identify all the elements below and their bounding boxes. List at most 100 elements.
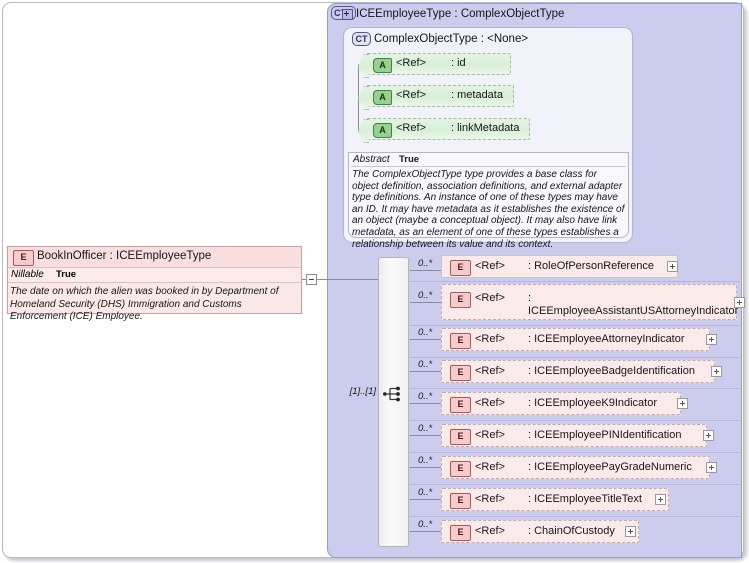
row-separator bbox=[410, 281, 742, 282]
cardinality-label: 0..* bbox=[418, 290, 433, 301]
expand-child-button[interactable] bbox=[625, 526, 636, 537]
element-name: : ICEEmployeeAssistantUSAttorneyIndicato… bbox=[528, 292, 739, 317]
element-ref: <Ref> bbox=[475, 260, 505, 272]
child-element-chainofcustody[interactable]: E <Ref> : ChainOfCustody bbox=[441, 520, 639, 543]
cardinality-label: 0..* bbox=[418, 423, 433, 434]
element-ref: <Ref> bbox=[475, 493, 505, 505]
row-separator bbox=[410, 452, 742, 453]
cardinality-label: 0..* bbox=[418, 455, 433, 466]
attribute-badge: A bbox=[373, 90, 392, 105]
element-header: E BookInOfficer : ICEEmployeeType bbox=[8, 247, 301, 268]
sequence-compositor-icon bbox=[383, 386, 400, 402]
cardinality-label: 0..* bbox=[418, 487, 433, 498]
expand-child-button[interactable] bbox=[711, 366, 722, 377]
child-element-iceemployeeassistantusattorneyindicator[interactable]: E <Ref> : ICEEmployeeAssistantUSAttorney… bbox=[441, 284, 739, 320]
element-ref: <Ref> bbox=[475, 292, 505, 304]
element-ref: <Ref> bbox=[475, 461, 505, 473]
element-name: : ICEEmployeePINIdentification bbox=[528, 429, 682, 441]
sequence-bar bbox=[378, 257, 409, 547]
element-badge: E bbox=[450, 397, 471, 413]
child-connector bbox=[410, 339, 443, 340]
element-badge: E bbox=[450, 429, 471, 445]
element-name: : ICEEmployeeAttorneyIndicator bbox=[528, 333, 685, 345]
element-connector bbox=[302, 279, 307, 280]
attribute-name: : linkMetadata bbox=[451, 122, 520, 134]
collapse-toggle[interactable] bbox=[306, 274, 317, 285]
child-connector bbox=[410, 371, 443, 372]
cardinality-label: 0..* bbox=[418, 391, 433, 402]
nillable-row: Nillable True bbox=[8, 268, 301, 283]
expand-child-button[interactable] bbox=[677, 398, 688, 409]
cardinality-label: 0..* bbox=[418, 327, 433, 338]
attribute-ref: <Ref> bbox=[396, 122, 426, 134]
attribute-ref: <Ref> bbox=[396, 57, 426, 69]
nillable-label: Nillable bbox=[11, 269, 44, 280]
attribute-name: : id bbox=[451, 57, 466, 69]
attribute-row-metadata[interactable]: A <Ref> : metadata bbox=[358, 85, 514, 110]
child-connector bbox=[410, 302, 443, 303]
child-connector bbox=[410, 499, 443, 500]
element-name: : RoleOfPersonReference bbox=[528, 260, 654, 272]
child-connector bbox=[410, 531, 443, 532]
expand-child-button[interactable] bbox=[655, 494, 666, 505]
basetype-title: ComplexObjectType : <None> bbox=[374, 33, 529, 45]
element-name: : ChainOfCustody bbox=[528, 525, 615, 537]
complextype-title: ICEEmployeeType : ComplexObjectType bbox=[356, 8, 565, 20]
complextype-expand-icon[interactable]: CT bbox=[331, 6, 356, 20]
element-badge: E bbox=[450, 525, 471, 541]
child-connector bbox=[410, 270, 443, 271]
row-separator bbox=[410, 388, 742, 389]
sequence-cardinality: [1]..[1] bbox=[349, 386, 376, 397]
row-separator bbox=[410, 325, 742, 326]
element-ref: <Ref> bbox=[475, 525, 505, 537]
child-connector bbox=[410, 435, 443, 436]
cardinality-label: 0..* bbox=[418, 519, 433, 530]
element-badge: E bbox=[450, 292, 471, 308]
child-element-iceemployeebadgeidentification[interactable]: E <Ref> : ICEEmployeeBadgeIdentification bbox=[441, 360, 715, 383]
element-connector bbox=[317, 279, 378, 280]
attribute-ref: <Ref> bbox=[396, 89, 426, 101]
child-connector bbox=[410, 467, 443, 468]
complextype-badge-label: CT bbox=[334, 8, 346, 18]
element-badge: E bbox=[450, 461, 471, 477]
child-element-iceemployeeattorneyindicator[interactable]: E <Ref> : ICEEmployeeAttorneyIndicator bbox=[441, 328, 710, 351]
row-separator bbox=[410, 420, 742, 421]
expand-child-button[interactable] bbox=[706, 462, 717, 473]
abstract-row: Abstract True bbox=[351, 154, 626, 167]
expand-child-button[interactable] bbox=[703, 430, 714, 441]
basetype-badge: CT bbox=[352, 32, 371, 46]
nillable-value: True bbox=[56, 269, 77, 280]
element-ref: <Ref> bbox=[475, 333, 505, 345]
expand-child-button[interactable] bbox=[734, 297, 745, 308]
attribute-badge: A bbox=[373, 58, 392, 73]
basetype-documentation: The ComplexObjectType type provides a ba… bbox=[352, 169, 625, 250]
cardinality-label: 0..* bbox=[418, 258, 433, 269]
element-name: : ICEEmployeePayGradeNumeric bbox=[528, 461, 692, 473]
child-element-iceemployeek9indicator[interactable]: E <Ref> : ICEEmployeeK9Indicator bbox=[441, 392, 681, 415]
element-badge: E bbox=[13, 250, 34, 266]
element-name: : ICEEmployeeBadgeIdentification bbox=[528, 365, 695, 377]
abstract-value: True bbox=[399, 154, 420, 165]
row-separator bbox=[410, 484, 742, 485]
element-name: : ICEEmployeeTitleText bbox=[528, 493, 642, 505]
attribute-row-id[interactable]: A <Ref> : id bbox=[358, 53, 511, 78]
element-ref: <Ref> bbox=[475, 429, 505, 441]
attribute-row-linkmetadata[interactable]: A <Ref> : linkMetadata bbox=[358, 118, 530, 143]
element-badge: E bbox=[450, 493, 471, 509]
child-element-iceemployeepinidentification[interactable]: E <Ref> : ICEEmployeePINIdentification bbox=[441, 424, 707, 447]
cardinality-label: 0..* bbox=[418, 359, 433, 370]
element-badge: E bbox=[450, 333, 471, 349]
row-separator bbox=[410, 357, 742, 358]
attribute-name: : metadata bbox=[451, 89, 503, 101]
child-element-roleofpersonreference[interactable]: E <Ref> : RoleOfPersonReference bbox=[441, 255, 678, 278]
child-element-iceemployeetitletext[interactable]: E <Ref> : ICEEmployeeTitleText bbox=[441, 488, 669, 511]
expand-child-button[interactable] bbox=[706, 334, 717, 345]
plus-icon[interactable] bbox=[342, 9, 353, 20]
expand-child-button[interactable] bbox=[667, 261, 678, 272]
element-title: BookInOfficer : ICEEmployeeType bbox=[37, 250, 212, 262]
element-documentation: The date on which the alien was booked i… bbox=[10, 286, 279, 322]
child-element-iceemployeepaygradenumeric[interactable]: E <Ref> : ICEEmployeePayGradeNumeric bbox=[441, 456, 710, 479]
element-ref: <Ref> bbox=[475, 365, 505, 377]
element-name: : ICEEmployeeK9Indicator bbox=[528, 397, 658, 409]
